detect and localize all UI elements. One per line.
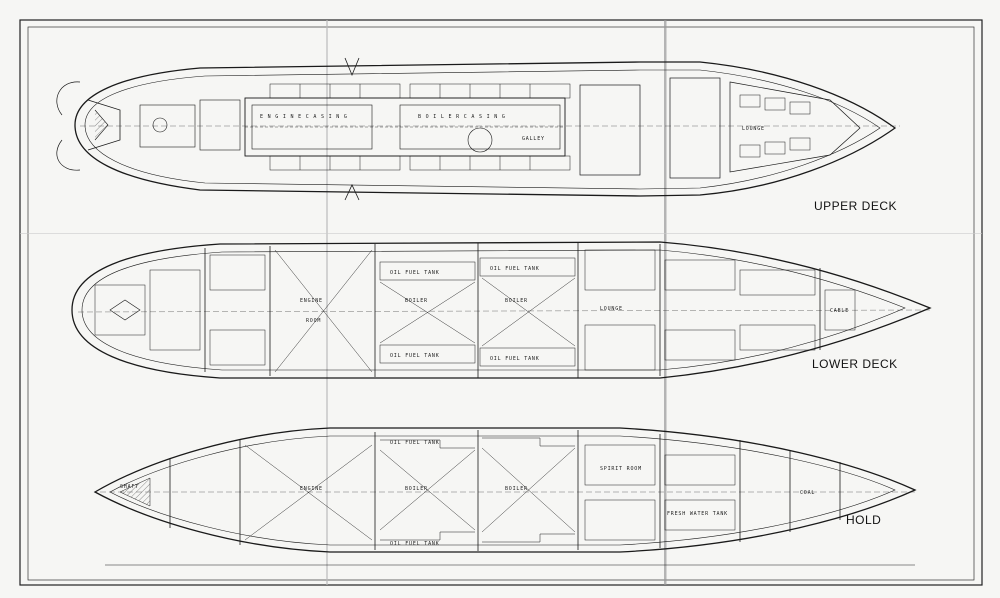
lower-deck-label: LOWER DECK bbox=[812, 357, 898, 371]
galley-label: GALLEY bbox=[522, 136, 545, 142]
oil-fuel-tank-label-3: OIL FUEL TANK bbox=[390, 353, 440, 359]
upper-deck-label: UPPER DECK bbox=[814, 199, 898, 213]
oil-fuel-tank-label-4: OIL FUEL TANK bbox=[490, 356, 540, 362]
hold-boiler-label-1: BOILER bbox=[405, 486, 428, 492]
lower-deck-plan bbox=[71, 241, 932, 379]
hold-oil-tank-1: OIL FUEL TANK bbox=[390, 440, 440, 446]
lounge-label-upper: LOUNGE bbox=[742, 126, 765, 132]
boiler-room-2-label: BOILER bbox=[505, 298, 528, 304]
hold-plan bbox=[93, 427, 917, 566]
engine-room-label: ENGINE bbox=[300, 298, 323, 304]
upper-deck-plan bbox=[56, 57, 900, 201]
hold-engine-label: ENGINE bbox=[300, 486, 323, 492]
inner-border bbox=[27, 26, 975, 581]
hold-oil-tank-2: OIL FUEL TANK bbox=[390, 541, 440, 547]
shaft-label: SHAFT bbox=[120, 484, 139, 490]
boiler-room-1-label: BOILER bbox=[405, 298, 428, 304]
fresh-water-tank-label: FRESH WATER TANK bbox=[667, 511, 728, 517]
spirit-room-label: SPIRIT ROOM bbox=[600, 466, 642, 472]
hold-boiler-label-2: BOILER bbox=[505, 486, 528, 492]
engine-room-word: ROOM bbox=[306, 318, 321, 324]
lounge-label-lower: LOUNGE bbox=[600, 306, 623, 312]
outer-border bbox=[19, 19, 983, 586]
cable-tier-label: CABLE bbox=[830, 308, 849, 314]
coal-label: COAL bbox=[800, 490, 815, 496]
boiler-casing-label: B O I L E R C A S I N G bbox=[418, 114, 506, 120]
oil-fuel-tank-label-2: OIL FUEL TANK bbox=[490, 266, 540, 272]
oil-fuel-tank-label-1: OIL FUEL TANK bbox=[390, 270, 440, 276]
hold-label: HOLD bbox=[846, 513, 882, 527]
engine-casing-label: E N G I N E C A S I N G bbox=[260, 114, 348, 120]
